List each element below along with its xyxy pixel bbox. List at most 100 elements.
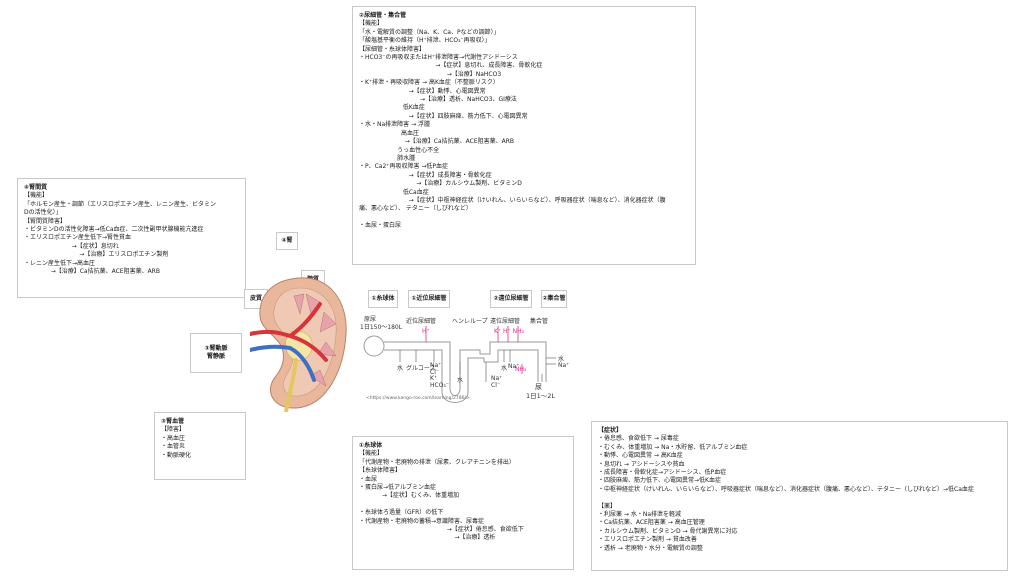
- text-line: ・血尿・蛋白尿: [359, 222, 402, 230]
- text-line: ①糸球体: [359, 442, 383, 449]
- vessels-lines: ③腎血管【障害】・高血圧・血管炎・動脈硬化: [161, 418, 239, 460]
- text-line: 痛、悪心など）、 テタニー（しびれなど）: [359, 205, 472, 213]
- text-line: ・利尿薬 → 水・Na排泄を軽減: [598, 511, 682, 519]
- text-line: 「ホルモン産生・調節（エリスロポエチン産生、レニン産生、ビタミン: [24, 200, 217, 208]
- label-water-1: 水: [397, 365, 404, 372]
- text-line: →【症状】息切れ、成長障害、骨軟化症: [359, 62, 543, 70]
- text-line: 低K血症: [359, 104, 425, 112]
- tag-distal: ②遠位尿細管: [490, 290, 532, 308]
- text-line: 【機能】: [359, 450, 384, 458]
- text-line: 低Ca血症: [359, 188, 429, 196]
- vessels-box: ③腎血管【障害】・高血圧・血管炎・動脈硬化: [154, 412, 246, 480]
- text-line: ・透析 → 老廃物・水分・電解質の調整: [598, 544, 703, 552]
- text-line: →【治療】透析: [359, 534, 496, 542]
- tag-collecting: ②集合管: [541, 290, 567, 308]
- text-line: ・動脈硬化: [161, 451, 192, 459]
- text-line: ・HCO3⁻の再吸収またはH⁺排泄障害→代謝性アシドーシス: [359, 54, 518, 62]
- label-henle: ヘンレループ: [452, 318, 488, 325]
- label-water-out: 水: [558, 356, 565, 363]
- glomerulus-lines: ①糸球体【機能】「代謝産物・老廃物の排泄（尿素、クレアチニンを排出）【糸球体障害…: [359, 442, 567, 543]
- text-line: 【機能】: [24, 192, 49, 200]
- text-line: →【症状】成長障害・骨軟化症: [359, 171, 492, 179]
- text-line: ・水・Na排泄障害 → 浮腫: [359, 121, 431, 129]
- text-line: ・成長障害・骨軟化症→アシドーシス、低P血症: [598, 469, 727, 477]
- text-line: Dの活性化）」: [24, 209, 62, 217]
- tag-proximal: ①近位尿細管: [408, 290, 450, 308]
- label-proximal: 近位尿細管: [406, 318, 437, 325]
- text-line: ・K⁺排泄・再吸収障害 → 高K血症（不整脈リスク）: [359, 79, 499, 87]
- label-h-plus: H⁺: [422, 328, 430, 335]
- text-line: →【症状】倦怠感、食欲低下: [359, 526, 524, 534]
- interstitium-lines: ④腎間質【機能】「ホルモン産生・調節（エリスロポエチン産生、レニン産生、ビタミン…: [24, 184, 239, 276]
- text-line: 【糸球体障害】: [359, 467, 402, 475]
- tubule-box: ②尿細管・集合管【機能】「水・電解質の調整（Na、K、Ca、Pなどの調節）」「酸…: [352, 6, 696, 265]
- text-line: ・エリスロポエチン製剤 → 貧血改善: [598, 536, 697, 544]
- text-line: 【尿細管・糸球体障害】: [359, 45, 426, 53]
- text-line: ・中枢神経症状（けいれん、いらいらなど）、呼吸器症状（喘息など）、消化器症状（腹…: [598, 485, 974, 493]
- text-line: ・四肢麻痺、筋力低下、心電図異常→低K血症: [598, 477, 721, 485]
- text-line: 【症状】: [598, 427, 623, 434]
- text-line: ・レニン産生低下→高血圧: [24, 259, 96, 267]
- glomerulus-box: ①糸球体【機能】「代謝産物・老廃物の排泄（尿素、クレアチニンを排出）【糸球体障害…: [352, 436, 574, 570]
- label-collecting: 集合管: [530, 318, 549, 325]
- text-line: ・P、Ca2⁺再吸収障害 →低P血症: [359, 163, 449, 171]
- text-line: →【症状】中枢神経症状（けいれん、いらいらなど）、呼吸器症状（喘息など）、消化器…: [359, 196, 666, 204]
- label-na-out: Na⁺: [558, 362, 570, 369]
- label-na-cl: Na⁺ Cl⁻: [491, 375, 503, 389]
- text-line: 「酸塩基平衡の維持（H⁺排泄、HCO₃⁻再吸収）」: [359, 37, 491, 45]
- label-distal: 遠位尿細管: [490, 318, 521, 325]
- text-line: ・蛋白尿→低アルブミン血症: [359, 484, 436, 492]
- label-ions-1: Na⁺ Cl⁻ K⁺ HCO₃⁻: [430, 362, 449, 389]
- text-line: ・動悸、心電図異常 → 高K血症: [598, 452, 683, 460]
- text-line: →【治療】Ca拮抗薬、ACE阻害薬、ARB: [359, 138, 515, 146]
- text-line: ・血尿: [359, 475, 378, 483]
- text-line: ・代謝産物・老廃物の蓄積→意識障害、尿毒症: [359, 517, 485, 525]
- text-line: [359, 501, 567, 509]
- text-line: ・Ca拮抗薬、ACE阻害薬 → 高血圧管理: [598, 519, 705, 527]
- text-line: ④腎間質: [24, 184, 48, 191]
- interstitium-box: ④腎間質【機能】「ホルモン産生・調節（エリスロポエチン産生、レニン産生、ビタミン…: [17, 178, 246, 298]
- label-nh3: NH₃: [515, 366, 527, 373]
- summary-box: 【症状】・倦怠感、食欲低下 → 尿毒症・むくみ、体重増加 → Na・水貯留、低ア…: [591, 421, 1008, 571]
- label-urine-volume: 1日1〜2L: [526, 392, 556, 400]
- source-link[interactable]: <https://www.kango-roo.com/learning/2786…: [366, 396, 470, 401]
- text-line: ・倦怠感、食欲低下 → 尿毒症: [598, 435, 679, 443]
- text-line: 「水・電解質の調整（Na、K、Ca、Pなどの調節）」: [359, 28, 500, 36]
- text-line: 【障害】: [161, 426, 186, 434]
- text-line: →【治療】透析、NaHCO3、GI療法: [359, 96, 517, 104]
- text-line: →【症状】四肢麻痺、筋力低下、心電図異常: [359, 112, 528, 120]
- nephron-diagram: 原尿 1日150〜180L 近位尿細管 ヘンレループ 遠位尿細管 集合管 H⁺ …: [360, 312, 580, 408]
- tag-renal-vessels: ③腎動脈 腎静脈: [190, 333, 242, 373]
- text-line: →【治療】エリスロポエチン製剤: [24, 251, 169, 259]
- text-line: 【薬】: [598, 502, 617, 510]
- label-primary-volume: 1日150〜180L: [360, 324, 403, 331]
- text-line: ③腎血管: [161, 418, 185, 425]
- text-line: →【治療】NaHCO3: [359, 70, 502, 78]
- text-line: ・血管炎: [161, 443, 186, 451]
- text-line: ②尿細管・集合管: [359, 12, 407, 19]
- text-line: →【症状】動悸、心電図異常: [359, 87, 486, 95]
- label-water-3: 水: [501, 365, 508, 372]
- text-line: ・エリスロポエチン産生低下→腎性貧血: [24, 234, 132, 242]
- text-line: うっ血性心不全: [359, 146, 440, 154]
- text-line: 肺水腫: [359, 154, 416, 162]
- label-primary-urine: 原尿: [364, 316, 377, 323]
- text-line: 「代謝産物・老廃物の排泄（尿素、クレアチニンを排出）: [359, 458, 515, 466]
- renal-vein: [250, 344, 316, 382]
- text-line: [598, 494, 1001, 502]
- text-line: →【治療】カルシウム製剤、ビタミンD: [359, 180, 522, 188]
- ureter: [284, 358, 298, 412]
- label-water-2: 水: [457, 377, 464, 384]
- text-line: ・カルシウム製剤、ビタミンD → 骨代謝異常に対応: [598, 527, 738, 535]
- text-line: [359, 214, 689, 222]
- renal-artery: [250, 302, 328, 362]
- summary-lines: 【症状】・倦怠感、食欲低下 → 尿毒症・むくみ、体重増加 → Na・水貯留、低ア…: [598, 427, 1001, 553]
- text-line: 【腎間質障害】: [24, 217, 67, 225]
- text-line: ・ビタミンDの活性化障害→低Ca血症、二次性副甲状腺機能亢進症: [24, 226, 204, 234]
- tag-kidney: ④腎: [276, 232, 298, 250]
- label-glucose: グルコース: [406, 365, 436, 372]
- text-line: →【症状】息切れ: [24, 242, 119, 250]
- text-line: →【症状】むくみ、体重増加: [359, 492, 460, 500]
- text-line: ・糸球体ろ過量（GFR）の低下: [359, 509, 444, 517]
- label-k-h-nh3: K⁺ H⁺ NH₃: [494, 328, 524, 335]
